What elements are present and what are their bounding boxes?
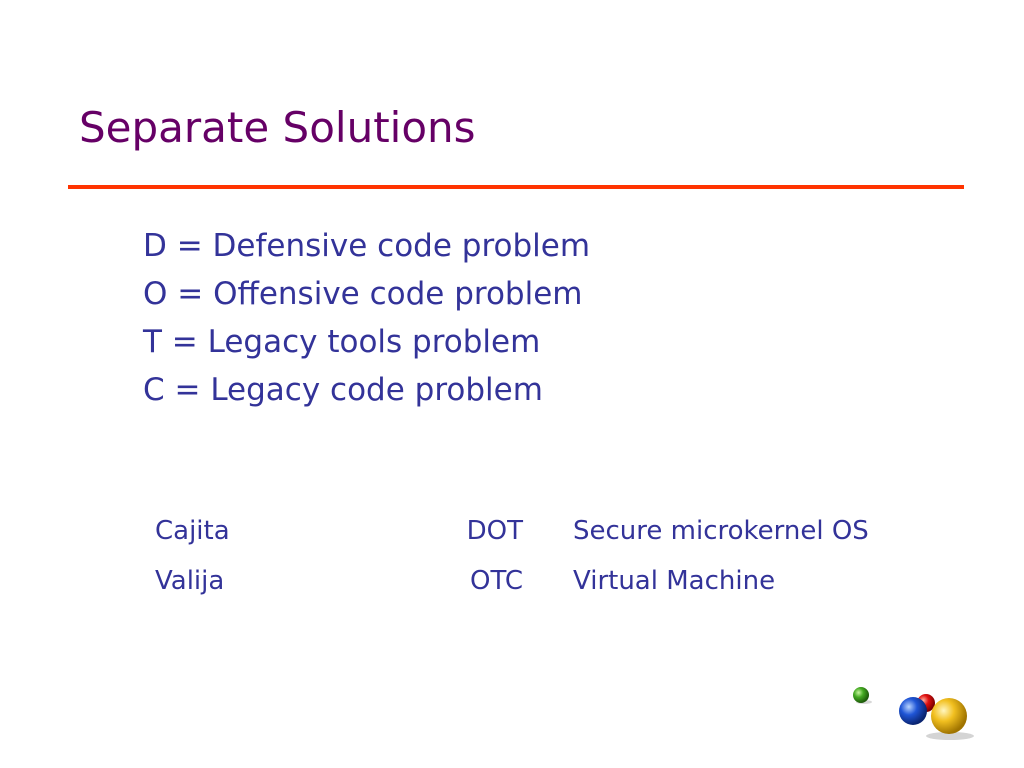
solution-row: Valija OTC Virtual Machine bbox=[155, 559, 945, 609]
definition-item: T = Legacy tools problem bbox=[143, 324, 541, 360]
solution-name: Cajita bbox=[155, 516, 230, 546]
solution-code: DOT bbox=[466, 516, 523, 546]
solution-row: Cajita DOT Secure microkernel OS bbox=[155, 509, 945, 559]
solutions-table: Cajita DOT Secure microkernel OS Valija … bbox=[155, 509, 945, 609]
solution-description: Virtual Machine bbox=[573, 566, 776, 596]
definitions-list: D = Defensive code problem O = Offensive… bbox=[143, 222, 590, 414]
slide-title: Separate Solutions bbox=[79, 103, 476, 152]
definition-item: O = Offensive code problem bbox=[143, 276, 583, 312]
colored-spheres-logo-icon bbox=[853, 687, 974, 740]
definition-item: C = Legacy code problem bbox=[143, 372, 543, 408]
title-divider bbox=[68, 185, 964, 189]
solution-name: Valija bbox=[155, 566, 225, 596]
definition-item: D = Defensive code problem bbox=[143, 228, 591, 264]
solution-description: Secure microkernel OS bbox=[573, 516, 869, 546]
solution-code: OTC bbox=[470, 566, 523, 596]
